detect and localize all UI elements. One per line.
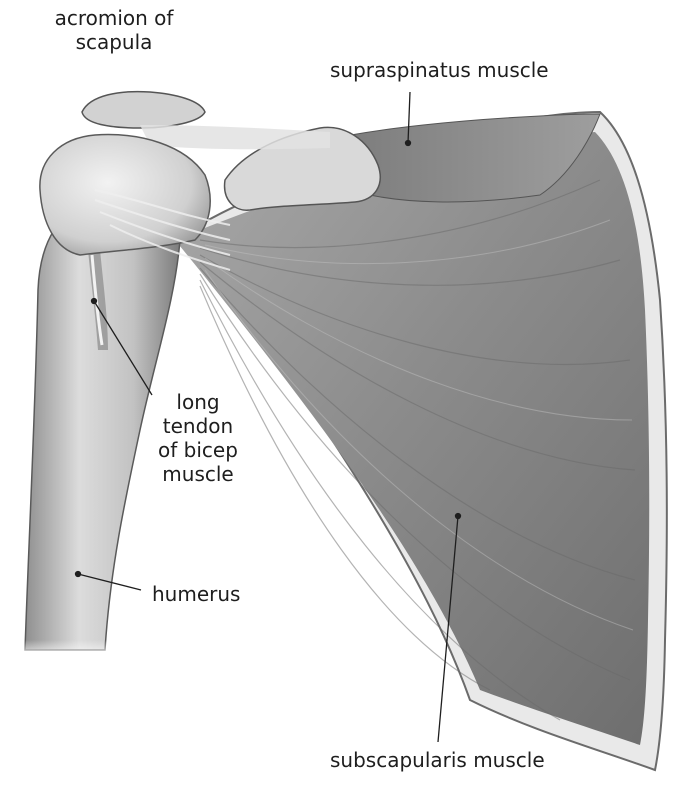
humeral-head xyxy=(40,135,210,255)
tendon-label-line1: long xyxy=(138,390,258,414)
supraspinatus-leader-dot xyxy=(406,141,411,146)
tendon-label: long tendon of bicep muscle xyxy=(138,390,258,486)
subscapularis-leader-dot xyxy=(456,514,461,519)
humerus-leader-dot xyxy=(76,572,81,577)
supraspinatus-label: supraspinatus muscle xyxy=(330,58,549,82)
tendon-leader-dot xyxy=(92,299,97,304)
acromion-shape xyxy=(82,92,205,128)
tendon-label-line4: muscle xyxy=(138,462,258,486)
acromion-label-line2: scapula xyxy=(38,30,190,54)
humerus-label: humerus xyxy=(152,582,240,606)
subscapularis-label: subscapularis muscle xyxy=(330,748,545,772)
acromion-label-line1: acromion of xyxy=(38,6,190,30)
acromion-label: acromion of scapula xyxy=(38,6,190,54)
tendon-label-line3: of bicep xyxy=(138,438,258,462)
tendon-label-line2: tendon xyxy=(138,414,258,438)
humerus-fade xyxy=(0,560,200,660)
